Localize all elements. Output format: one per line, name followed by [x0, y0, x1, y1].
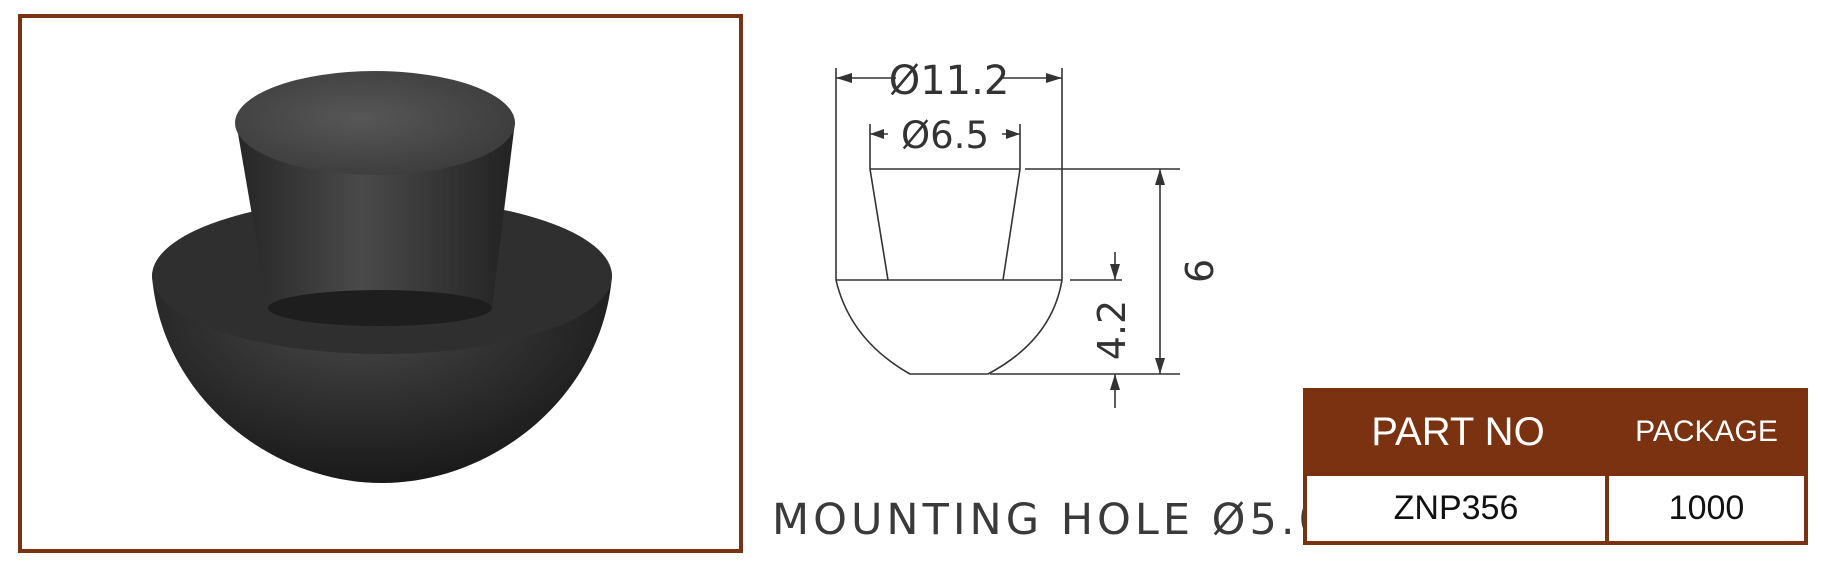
rubber-foot-photo [152, 71, 612, 483]
arrow-top-left [870, 129, 884, 139]
dimension-drawing: Ø11.2 Ø6.5 9 4.2 [835, 58, 1220, 408]
product-photo-frame [18, 14, 743, 553]
part-spec-table: PART NO PACKAGE ZNP356 1000 [1303, 388, 1808, 545]
arrow-dome-top [1110, 264, 1120, 280]
total-height-label: 9 [1176, 259, 1220, 283]
mounting-hole-label: MOUNTING HOLE Ø5.0 [772, 495, 1330, 545]
arrow-height-bottom [1155, 358, 1165, 374]
stem-top-face [235, 71, 515, 175]
header-part-no: PART NO [1307, 392, 1609, 472]
arrow-outer-left [836, 73, 852, 83]
arrow-dome-bottom [1110, 374, 1120, 390]
cell-package: 1000 [1609, 472, 1804, 541]
outer-diameter-label: Ø11.2 [889, 58, 1010, 104]
stem-right-edge [1002, 168, 1021, 281]
dome-height-label: 4.2 [1090, 300, 1134, 360]
cell-part-no: ZNP356 [1307, 472, 1609, 541]
arrow-height-top [1155, 169, 1165, 185]
stem-base-ring [268, 290, 492, 326]
stem-shape [236, 122, 515, 323]
header-package: PACKAGE [1609, 392, 1804, 472]
top-diameter-label: Ø6.5 [901, 114, 989, 157]
arrow-top-right [1006, 129, 1020, 139]
dome-profile [835, 279, 1063, 375]
arrow-outer-right [1046, 73, 1062, 83]
stem-left-edge [869, 168, 889, 281]
